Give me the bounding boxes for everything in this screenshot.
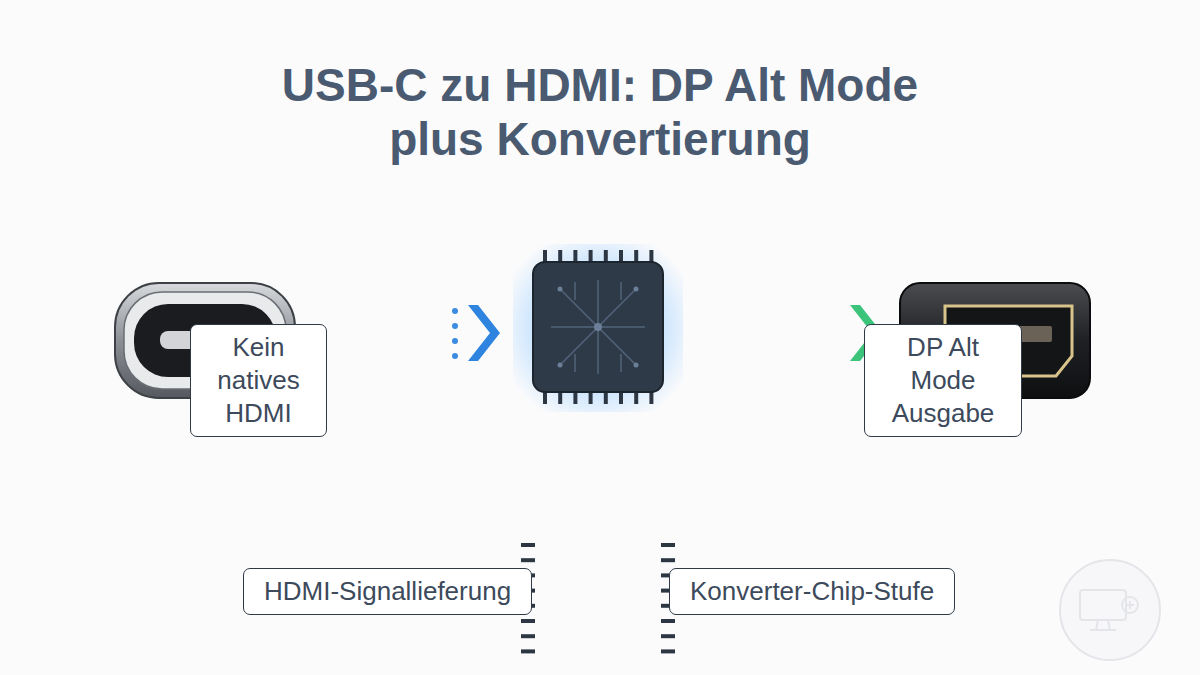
converter-chip-part-part <box>521 543 535 547</box>
converter-chip-part-part <box>521 634 535 638</box>
converter-chip-part-part <box>661 649 675 653</box>
signal-lines-in-part <box>312 310 455 313</box>
signal-lines-out-part <box>690 355 848 358</box>
converter-chip-part-part <box>661 619 675 623</box>
signal-dots-in-part <box>452 323 458 329</box>
signal-lines-out-part <box>690 325 848 328</box>
converter-chip-part-part <box>661 634 675 638</box>
box-text: Konverter-Chip-Stufe <box>690 575 934 608</box>
watermark-icon-part <box>1060 560 1160 660</box>
signal-lines-out-part <box>690 310 848 313</box>
watermark-icon <box>1060 560 1160 660</box>
signal-lines-in-part <box>312 355 455 358</box>
converter-chip-part <box>533 262 663 392</box>
signal-dots-in-part <box>452 308 458 314</box>
chevron-in <box>468 305 500 361</box>
converter-chip-part-part <box>661 558 675 562</box>
stage-label-box: Konverter-Chip-Stufe <box>669 568 955 615</box>
converter-chip-part-part <box>521 558 535 562</box>
box-text: Kein natives HDMI <box>197 331 320 430</box>
callout-box: DP Alt Mode Ausgabe <box>864 324 1022 437</box>
stage-label-box: HDMI-Signallieferung <box>243 568 532 615</box>
converter-chip-part <box>558 287 639 368</box>
converter-chip-part-part <box>594 323 602 331</box>
watermark-icon-part <box>1080 590 1126 620</box>
converter-chip-part <box>513 244 683 412</box>
watermark-icon-part <box>1090 620 1116 630</box>
signal-lines-in-part <box>312 325 455 328</box>
signal-dots-in-part <box>452 338 458 344</box>
diagram-title: USB-C zu HDMI: DP Alt Mode plus Konverti… <box>280 58 920 166</box>
signal-lines-out <box>690 311 848 356</box>
converter-chip-part-part <box>558 363 563 368</box>
box-text: DP Alt Mode Ausgabe <box>873 331 1013 430</box>
box-text: HDMI-Signallieferung <box>264 575 511 608</box>
converter-chip-part <box>551 280 645 374</box>
signal-dots-in <box>452 308 458 359</box>
converter-chip-part <box>521 250 675 653</box>
converter-chip-part-part <box>551 280 645 374</box>
converter-chip-part-part <box>558 287 563 292</box>
converter-chip-part-part <box>661 543 675 547</box>
watermark-icon-part <box>1126 601 1134 609</box>
watermark-icon-part <box>1122 597 1138 613</box>
signal-lines-out-part <box>690 340 848 343</box>
callout-box: Kein natives HDMI <box>190 324 327 437</box>
converter-chip-part-part <box>575 282 621 372</box>
signal-lines-in <box>312 311 455 356</box>
converter-chip <box>513 244 683 653</box>
signal-lines-in-part <box>312 340 455 343</box>
converter-chip-part-part <box>634 287 639 292</box>
converter-chip-part-part <box>634 363 639 368</box>
signal-dots-in-part <box>452 353 458 359</box>
converter-chip-part-part <box>521 619 535 623</box>
converter-chip-part-part <box>521 649 535 653</box>
